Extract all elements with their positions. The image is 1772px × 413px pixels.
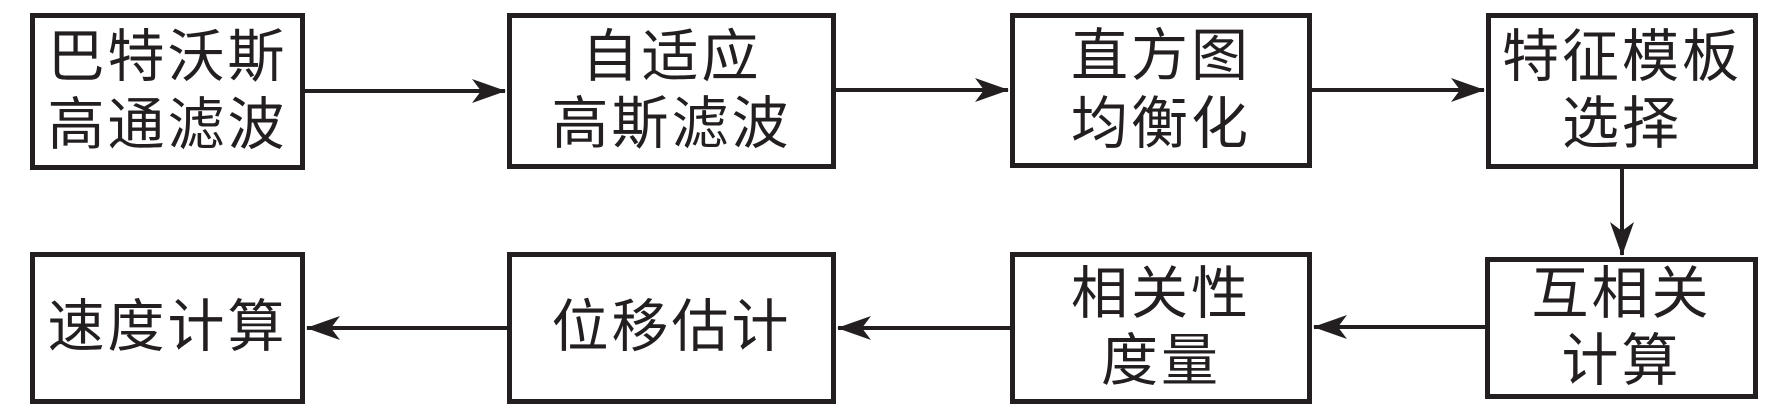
node-cross-correlation-label: 互相关 计算 [1531, 262, 1712, 393]
node-velocity-calculation: 速度计算 [30, 252, 305, 404]
node-correlation-measure: 相关性 度量 [1010, 252, 1312, 404]
node-adaptive-gaussian: 自适应 高斯滤波 [507, 13, 836, 169]
node-butterworth-highpass: 巴特沃斯 高通滤波 [30, 13, 305, 170]
node-histogram-equalization-label: 直方图 均衡化 [1071, 25, 1251, 156]
node-histogram-equalization: 直方图 均衡化 [1010, 13, 1312, 168]
node-butterworth-highpass-label: 巴特沃斯 高通滤波 [47, 26, 288, 157]
node-feature-template-selection-label: 特征模板 选择 [1502, 25, 1742, 156]
node-displacement-estimation-label: 位移估计 [551, 296, 792, 360]
node-displacement-estimation: 位移估计 [507, 252, 836, 404]
node-cross-correlation: 互相关 计算 [1485, 257, 1758, 399]
node-correlation-measure-label: 相关性 度量 [1071, 262, 1251, 393]
node-feature-template-selection: 特征模板 选择 [1486, 13, 1758, 169]
node-velocity-calculation-label: 速度计算 [47, 296, 288, 360]
node-adaptive-gaussian-label: 自适应 高斯滤波 [551, 25, 792, 156]
